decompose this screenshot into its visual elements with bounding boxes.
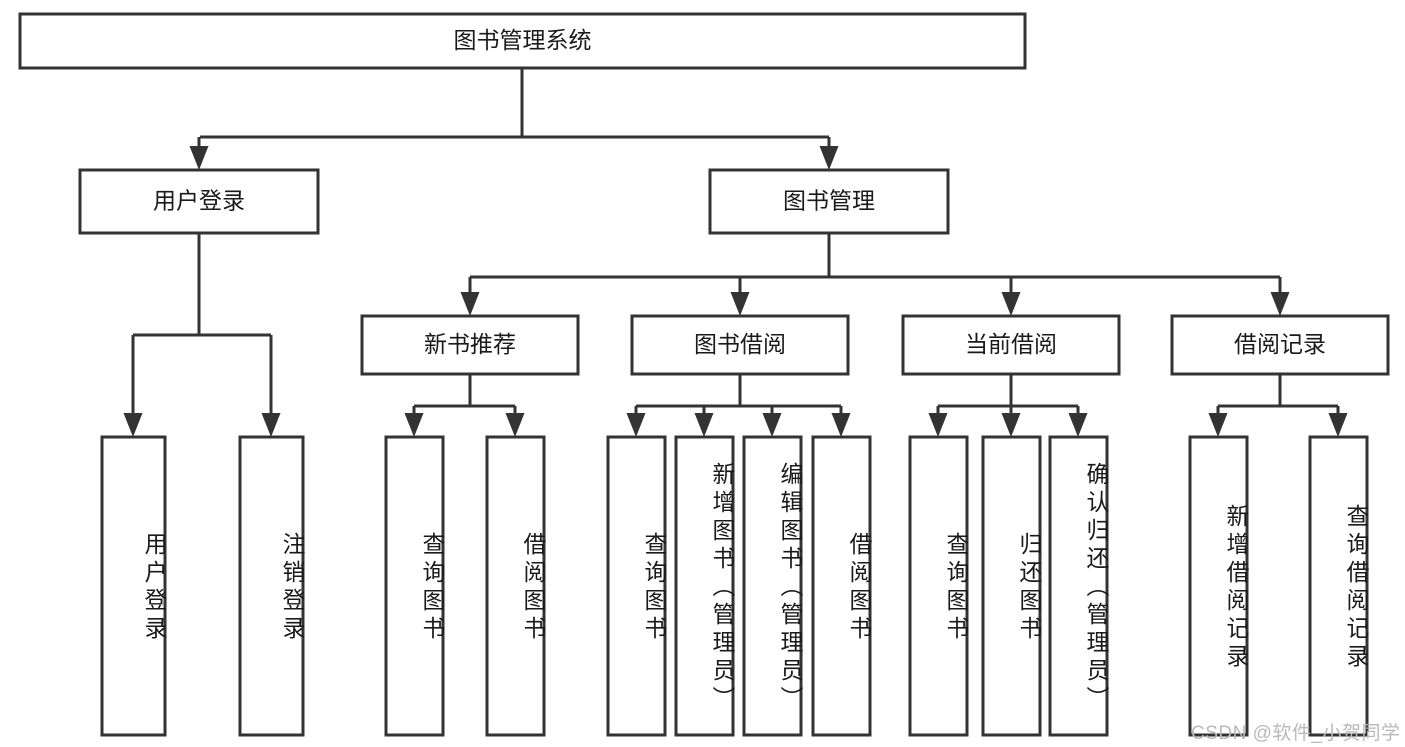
level3-node-1-label: 图书借阅 (694, 331, 786, 357)
leaf-node-2-box (384, 435, 445, 737)
arrow-to-current-borrow-head (1001, 292, 1021, 316)
arrow-to-leaf-logout-head (261, 413, 281, 437)
arrow-to-book-mgmt-head (819, 146, 839, 170)
boxes-layer (18, 12, 1390, 737)
arrow-to-leaf-query-book-1-head (404, 413, 424, 437)
leaf-node-1-box (238, 435, 305, 737)
arrow-to-user-login-head (189, 146, 209, 170)
arrow-to-leaf-borrow-book-2-head (831, 413, 851, 437)
level3-node-3-label: 借阅记录 (1234, 331, 1326, 357)
arrow-to-leaf-return-book-head (1001, 413, 1021, 437)
level3-node-3-box (1170, 314, 1390, 376)
root-node-0-label: 图书管理系统 (454, 27, 592, 53)
level2-node-1-label: 图书管理 (783, 188, 875, 214)
level2-node-0-label: 用户登录 (153, 188, 245, 214)
level3-node-0-box (360, 314, 580, 376)
level3-node-1-box (630, 314, 850, 376)
level2-node-1-box (708, 168, 950, 235)
leaf-node-8-box (908, 435, 969, 737)
root-node-0-box (18, 12, 1027, 70)
arrow-to-leaf-add-record-head (1208, 413, 1228, 437)
arrow-to-leaf-add-book-head (694, 413, 714, 437)
leaf-node-12-box (1308, 435, 1369, 737)
level3-node-0-label: 新书推荐 (424, 331, 516, 357)
level3-node-2-label: 当前借阅 (965, 331, 1057, 357)
arrows-layer (123, 146, 1348, 437)
leaf-node-9-box (981, 435, 1042, 737)
leaf-node-0-box (100, 435, 167, 737)
arrow-to-borrow-record-head (1270, 292, 1290, 316)
leaf-node-7-box (811, 435, 872, 737)
arrow-to-leaf-edit-book-head (762, 413, 782, 437)
arrow-to-new-book-head (460, 292, 480, 316)
arrow-to-book-borrow-head (730, 292, 750, 316)
level2-node-0-box (78, 168, 320, 235)
leaf-node-3-box (485, 435, 546, 737)
arrow-to-leaf-confirm-return-head (1068, 413, 1088, 437)
level3-node-2-box (901, 314, 1121, 376)
leaf-node-10-box (1048, 435, 1109, 737)
arrow-to-leaf-user-login-head (123, 413, 143, 437)
leaf-node-11-box (1188, 435, 1249, 737)
csdn-watermark: CSDN @软件_小贺同学 (1191, 723, 1401, 744)
arrow-to-leaf-query-record-head (1328, 413, 1348, 437)
arrow-to-leaf-query-book-3-head (928, 413, 948, 437)
leaf-node-5-box (674, 435, 735, 737)
arrow-to-leaf-query-book-2-head (626, 413, 646, 437)
arrow-to-leaf-borrow-book-1-head (505, 413, 525, 437)
leaf-node-6-box (742, 435, 803, 737)
leaf-node-4-box (606, 435, 667, 737)
